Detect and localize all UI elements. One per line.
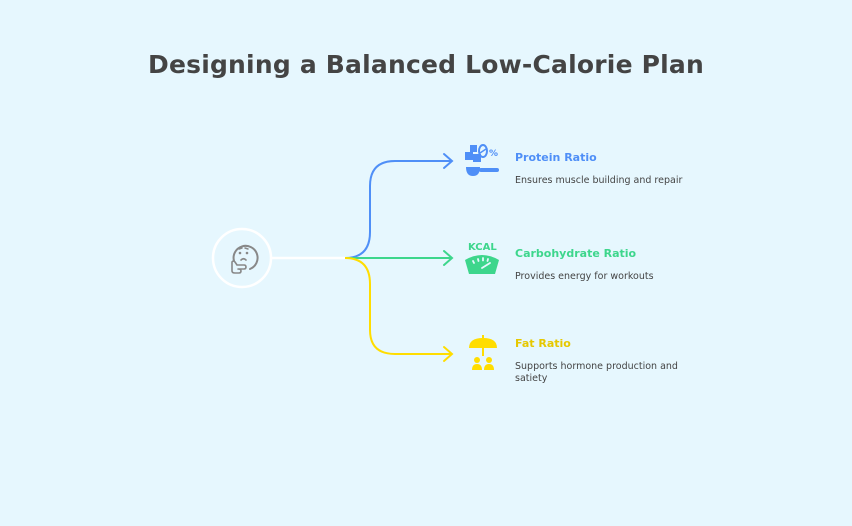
carbohydrate-ratio-label: Carbohydrate Ratio [515,247,637,260]
svg-text:KCAL: KCAL [468,242,497,253]
umbrella-people-icon [469,335,497,370]
page-title: Designing a Balanced Low-Calorie Plan [148,50,704,79]
fat-ratio-label: Fat Ratio [515,337,571,350]
thinking-face-icon [231,244,259,274]
carbohydrate-ratio-description: Provides energy for workouts [515,271,654,282]
svg-text:%: % [489,149,498,159]
protein-ratio-description: Ensures muscle building and repair [515,175,683,186]
kcal-scale-icon: KCAL [465,242,499,274]
protein-ratio-label: Protein Ratio [515,151,597,164]
fat-ratio-description: Supports hormone production and satiety [515,361,678,384]
protein-scoop-icon: % [465,144,499,176]
